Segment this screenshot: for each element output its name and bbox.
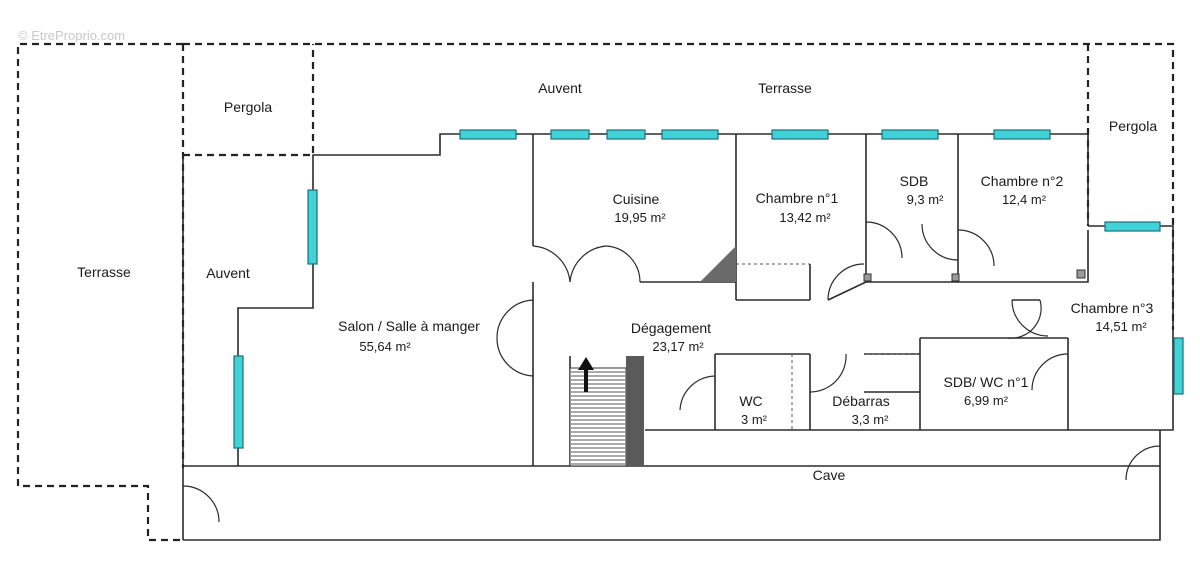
window-2 xyxy=(550,129,590,140)
room-name-terrasse-left: Terrasse xyxy=(77,264,131,280)
window-9 xyxy=(307,189,318,265)
room-area-chambre2: 12,4 m² xyxy=(1002,192,1047,207)
room-name-degagement: Dégagement xyxy=(631,320,711,336)
watermark: © EtreProprio.com xyxy=(18,28,125,43)
room-name-chambre1: Chambre n°1 xyxy=(756,190,839,206)
window-6 xyxy=(881,129,939,140)
window-11 xyxy=(1173,337,1184,395)
room-area-sdbwc1: 6,99 m² xyxy=(964,393,1009,408)
window-10 xyxy=(233,355,244,449)
room-labels: Terrasse Pergola Auvent Terrasse Pergola… xyxy=(77,80,1157,483)
room-area-chambre3: 14,51 m² xyxy=(1095,319,1147,334)
windows xyxy=(233,129,1184,449)
room-name-cuisine: Cuisine xyxy=(613,191,660,207)
room-name-pergola-left: Pergola xyxy=(224,99,272,115)
room-name-chambre3: Chambre n°3 xyxy=(1071,300,1154,316)
window-3 xyxy=(606,129,646,140)
window-1 xyxy=(459,129,517,140)
room-area-chambre1: 13,42 m² xyxy=(779,210,831,225)
room-name-auvent-left: Auvent xyxy=(206,265,250,281)
room-name-sdbwc1: SDB/ WC n°1 xyxy=(944,374,1029,390)
room-area-salon: 55,64 m² xyxy=(359,339,411,354)
posts xyxy=(863,269,1086,282)
room-name-pergola-right: Pergola xyxy=(1109,118,1157,134)
room-area-debarras: 3,3 m² xyxy=(852,412,890,427)
room-area-cuisine: 19,95 m² xyxy=(614,210,666,225)
stair-post xyxy=(626,356,644,466)
stair-triangle-cuisine xyxy=(700,246,736,282)
room-name-auvent-top: Auvent xyxy=(538,80,582,96)
room-area-degagement: 23,17 m² xyxy=(652,339,704,354)
room-name-wc: WC xyxy=(739,393,762,409)
closet-lines xyxy=(736,263,920,430)
doors xyxy=(182,221,1161,523)
room-name-chambre2: Chambre n°2 xyxy=(981,173,1064,189)
stair-up-arrow xyxy=(578,357,594,392)
window-7 xyxy=(993,129,1051,140)
room-area-sdb: 9,3 m² xyxy=(907,192,945,207)
room-name-cave: Cave xyxy=(813,467,846,483)
window-8 xyxy=(1104,221,1161,232)
room-area-wc: 3 m² xyxy=(741,412,768,427)
window-5 xyxy=(771,129,829,140)
room-name-debarras: Débarras xyxy=(832,393,890,409)
room-name-sdb: SDB xyxy=(900,173,929,189)
room-name-salon: Salon / Salle à manger xyxy=(338,318,480,334)
window-4 xyxy=(661,129,719,140)
staircase xyxy=(569,356,644,467)
room-name-terrasse-top: Terrasse xyxy=(758,80,812,96)
